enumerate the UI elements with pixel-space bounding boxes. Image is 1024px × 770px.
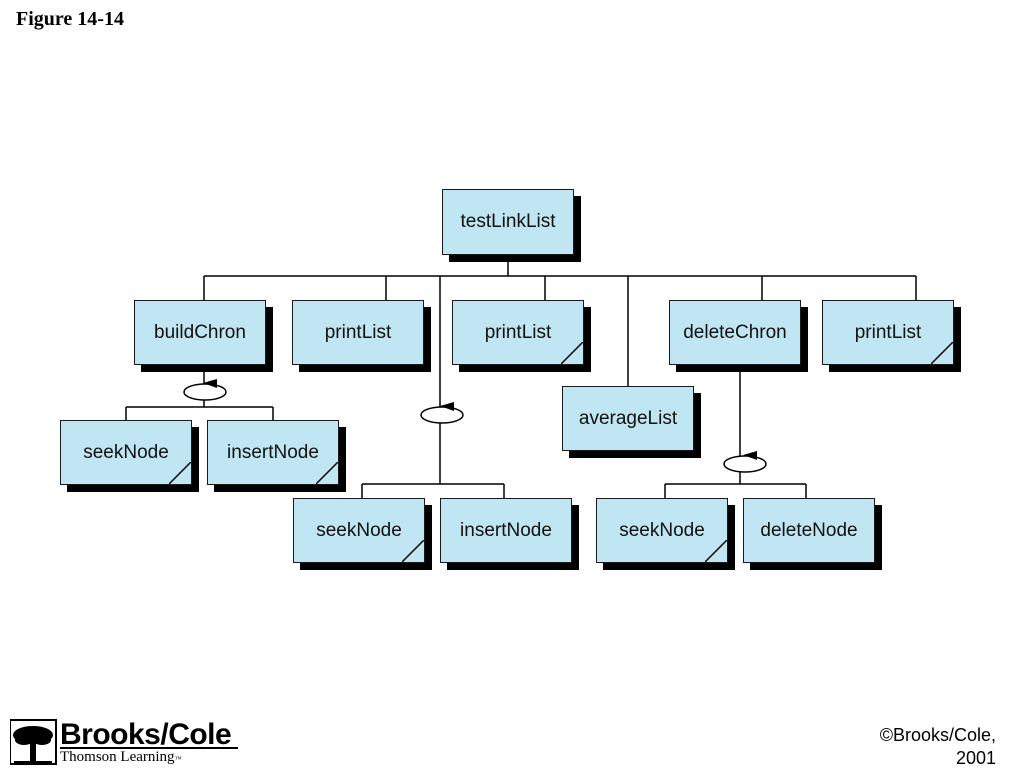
tree-logo-icon: [10, 719, 238, 765]
node-insertNode-module: insertNode: [207, 420, 339, 485]
node-label: seekNode: [83, 441, 169, 463]
node-label: seekNode: [619, 519, 705, 541]
node-testLinkList: testLinkList: [442, 189, 574, 255]
library-module-corner-icon: [931, 342, 953, 364]
node-printList: printList: [292, 300, 424, 365]
brand-name: Brooks/Cole: [60, 718, 232, 751]
node-label: buildChron: [154, 321, 246, 343]
library-module-corner-icon: [316, 462, 338, 484]
copyright-year: 2001: [955, 748, 996, 768]
library-module-corner-icon: [402, 540, 424, 562]
copyright-line: ©Brooks/Cole,: [879, 725, 996, 745]
node-printList-module: printList: [822, 300, 954, 365]
node-label: printList: [324, 321, 392, 343]
node-averageList: averageList: [562, 386, 694, 451]
node-seekNode-module: seekNode: [60, 420, 192, 485]
node-seekNode-module: seekNode: [293, 498, 425, 563]
node-label: printList: [484, 321, 552, 343]
library-module-corner-icon: [169, 462, 191, 484]
node-label: deleteNode: [760, 519, 858, 541]
node-printList-module: printList: [452, 300, 584, 365]
node-label: testLinkList: [460, 211, 556, 232]
loop-symbol-deleteChron: [723, 451, 767, 473]
node-label: printList: [854, 321, 922, 343]
node-label: averageList: [578, 407, 678, 429]
node-label: insertNode: [460, 519, 552, 541]
library-module-corner-icon: [705, 540, 727, 562]
figure-title: Figure 14-14: [16, 8, 124, 30]
library-module-corner-icon: [561, 342, 583, 364]
node-buildChron: buildChron: [134, 300, 266, 365]
node-deleteChron: deleteChron: [669, 300, 801, 365]
copyright-notice: ©Brooks/Cole, 2001: [796, 724, 996, 770]
node-insertNode: insertNode: [440, 498, 572, 563]
trademark-mark: ™: [174, 755, 182, 763]
brand-subtitle: Thomson Learning™: [60, 749, 181, 766]
node-label: insertNode: [227, 441, 319, 463]
brand-subtitle-text: Thomson Learning: [60, 749, 175, 765]
loop-symbol-buildChron: [183, 379, 227, 401]
node-deleteNode: deleteNode: [743, 498, 875, 563]
node-seekNode-module: seekNode: [596, 498, 728, 563]
node-label: deleteChron: [683, 321, 787, 343]
loop-symbol-testLinkList: [420, 402, 464, 424]
node-label: seekNode: [316, 519, 402, 541]
